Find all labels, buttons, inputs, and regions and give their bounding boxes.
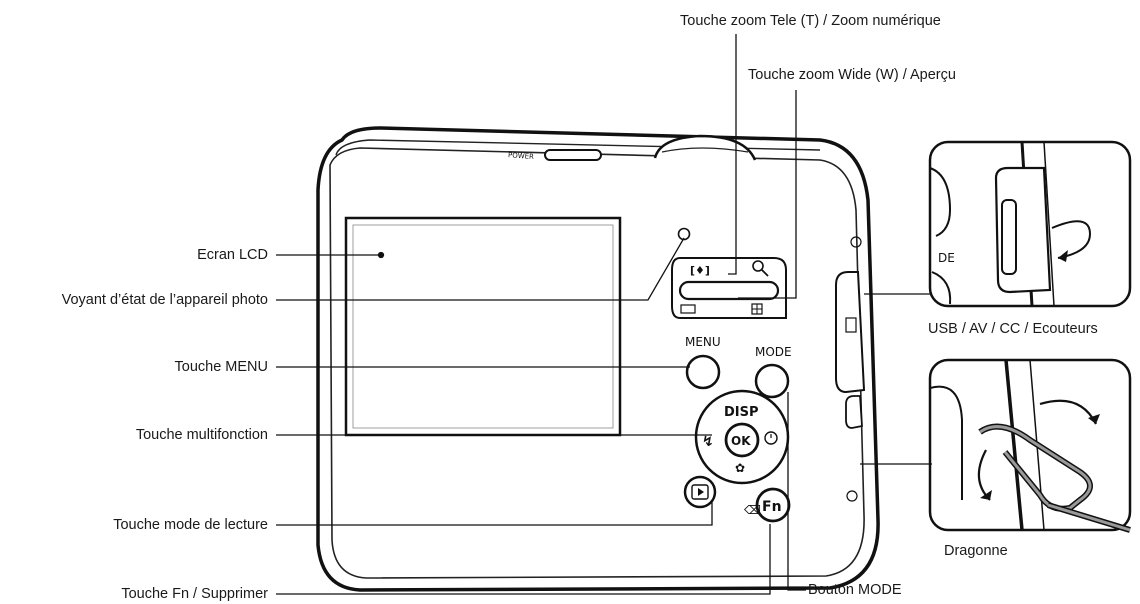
- side-port: [835, 236, 866, 502]
- fn-button[interactable]: [755, 487, 791, 523]
- label-zoom-tele: Touche zoom Tele (T) / Zoom numérique: [680, 13, 941, 29]
- leader-lines: [276, 34, 932, 595]
- lcd-screen: [344, 216, 622, 437]
- trash-icon: ⌫: [743, 503, 761, 517]
- label-dragonne: Dragonne: [944, 543, 1008, 559]
- svg-text:Fn: Fn: [762, 499, 782, 515]
- svg-text:DE: DE: [938, 251, 955, 265]
- label-bouton-mode: Bouton MODE: [808, 582, 902, 598]
- power-label: POWER: [508, 151, 535, 161]
- svg-text:DISP: DISP: [724, 405, 759, 420]
- strap-inset: [928, 358, 1132, 533]
- status-led: [677, 227, 691, 241]
- zoom-control: [♦]: [671, 257, 787, 319]
- label-touche-menu: Touche MENU: [174, 359, 268, 375]
- macro-icon: ✿: [735, 461, 745, 475]
- label-zoom-wide: Touche zoom Wide (W) / Aperçu: [748, 67, 956, 83]
- mode-text: MODE: [755, 345, 792, 359]
- flash-icon: ↯: [702, 434, 714, 450]
- usb-inset: DE: [928, 140, 1132, 308]
- svg-text:[♦]: [♦]: [690, 264, 710, 277]
- label-touche-fn: Touche Fn / Supprimer: [121, 586, 268, 602]
- label-touche-lecture: Touche mode de lecture: [113, 517, 268, 533]
- label-voyant: Voyant d’état de l’appareil photo: [61, 292, 268, 308]
- menu-button[interactable]: [685, 354, 721, 390]
- svg-text:OK: OK: [731, 434, 751, 448]
- timer-icon: [764, 431, 778, 445]
- zoom-lever[interactable]: [678, 280, 780, 301]
- label-usb: USB / AV / CC / Ecouteurs: [928, 321, 1098, 337]
- ok-button[interactable]: [724, 422, 760, 458]
- multifunction-pad[interactable]: DISP OK ↯ ✿: [694, 389, 790, 485]
- label-ecran-lcd: Ecran LCD: [197, 247, 268, 263]
- label-touche-multifonction: Touche multifonction: [135, 427, 268, 443]
- menu-text: MENU: [685, 335, 721, 349]
- mode-button[interactable]: [754, 363, 790, 399]
